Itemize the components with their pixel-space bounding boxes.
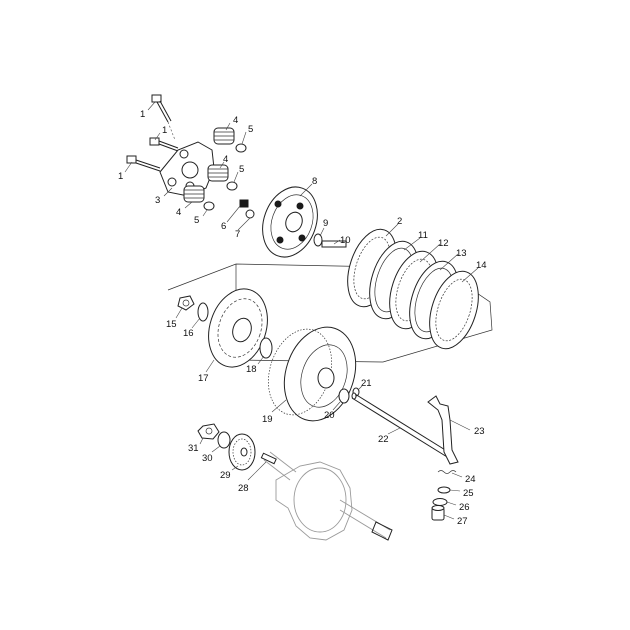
label-part-28: 28 xyxy=(238,483,249,494)
washer-9 xyxy=(313,233,323,247)
bolt-1-mid xyxy=(149,137,179,152)
label-part-1-mid: 1 xyxy=(162,125,167,136)
label-part-4-top: 4 xyxy=(233,115,238,126)
label-part-13: 13 xyxy=(456,248,467,259)
clutch-housing-19 xyxy=(268,326,357,422)
label-part-14: 14 xyxy=(476,260,487,271)
label-part-7: 7 xyxy=(235,229,240,240)
label-part-27: 27 xyxy=(457,516,468,527)
washer-30 xyxy=(217,431,231,449)
label-part-4-low: 4 xyxy=(176,207,181,218)
label-part-3: 3 xyxy=(155,195,160,206)
label-part-16: 16 xyxy=(183,328,194,339)
washer-5-a xyxy=(235,143,247,153)
washer-16 xyxy=(197,302,209,322)
bushing-27 xyxy=(431,505,445,521)
leader-lines xyxy=(124,101,479,520)
gear-29 xyxy=(228,433,256,471)
label-part-8: 8 xyxy=(312,176,317,187)
label-part-2: 2 xyxy=(397,216,402,227)
crankshaft-ghost xyxy=(263,451,393,541)
label-part-29: 29 xyxy=(220,470,231,481)
label-part-21: 21 xyxy=(361,378,372,389)
label-part-5-top: 5 xyxy=(248,124,253,135)
label-part-17: 17 xyxy=(198,373,209,384)
key-28 xyxy=(260,452,277,465)
friction-plate-14 xyxy=(429,270,479,350)
bolt-1-top xyxy=(151,94,176,141)
washer-25 xyxy=(437,486,451,494)
label-part-12: 12 xyxy=(438,238,449,249)
pressure-plate-3 xyxy=(159,141,215,197)
washer-18 xyxy=(259,337,273,359)
pressure-hub-8 xyxy=(262,186,318,258)
spring-4-top xyxy=(213,127,235,145)
bolt-1-low xyxy=(126,155,161,172)
label-part-11: 11 xyxy=(418,230,428,241)
label-part-31: 31 xyxy=(188,443,199,454)
clutch-center-17 xyxy=(208,288,268,368)
label-part-15: 15 xyxy=(166,319,177,330)
label-part-20: 20 xyxy=(324,410,335,421)
label-part-1-top: 1 xyxy=(140,109,145,120)
lever-23 xyxy=(427,395,459,465)
spring-4-low xyxy=(183,185,205,203)
label-part-30: 30 xyxy=(202,453,213,464)
label-part-23: 23 xyxy=(474,426,485,437)
spring-4-mid xyxy=(207,164,229,182)
shaft-22 xyxy=(351,392,456,461)
nut-31 xyxy=(197,423,220,440)
label-part-1-low: 1 xyxy=(118,171,123,182)
label-part-25: 25 xyxy=(463,488,474,499)
label-part-5-mid: 5 xyxy=(239,164,244,175)
part-labels: 1 1 1 3 4 4 4 5 5 5 6 7 8 9 10 2 11 12 1… xyxy=(118,109,487,527)
nut-15 xyxy=(177,295,195,311)
label-part-9: 9 xyxy=(323,218,328,229)
bearing-7 xyxy=(245,209,255,219)
washer-5-c xyxy=(203,201,215,211)
label-part-5-low: 5 xyxy=(194,215,199,226)
label-part-10: 10 xyxy=(340,235,351,246)
label-part-22: 22 xyxy=(378,434,389,445)
o-ring-26 xyxy=(432,498,448,506)
spring-24 xyxy=(437,470,457,474)
label-part-4-mid: 4 xyxy=(223,154,228,165)
subassembly-outline xyxy=(167,263,493,363)
label-part-18: 18 xyxy=(246,364,257,375)
washer-5-b xyxy=(226,181,238,191)
label-part-24: 24 xyxy=(465,474,476,485)
label-part-26: 26 xyxy=(459,502,470,513)
nut-6 xyxy=(239,199,249,208)
label-part-6: 6 xyxy=(221,221,226,232)
label-part-19: 19 xyxy=(262,414,273,425)
washer-20 xyxy=(338,388,350,404)
